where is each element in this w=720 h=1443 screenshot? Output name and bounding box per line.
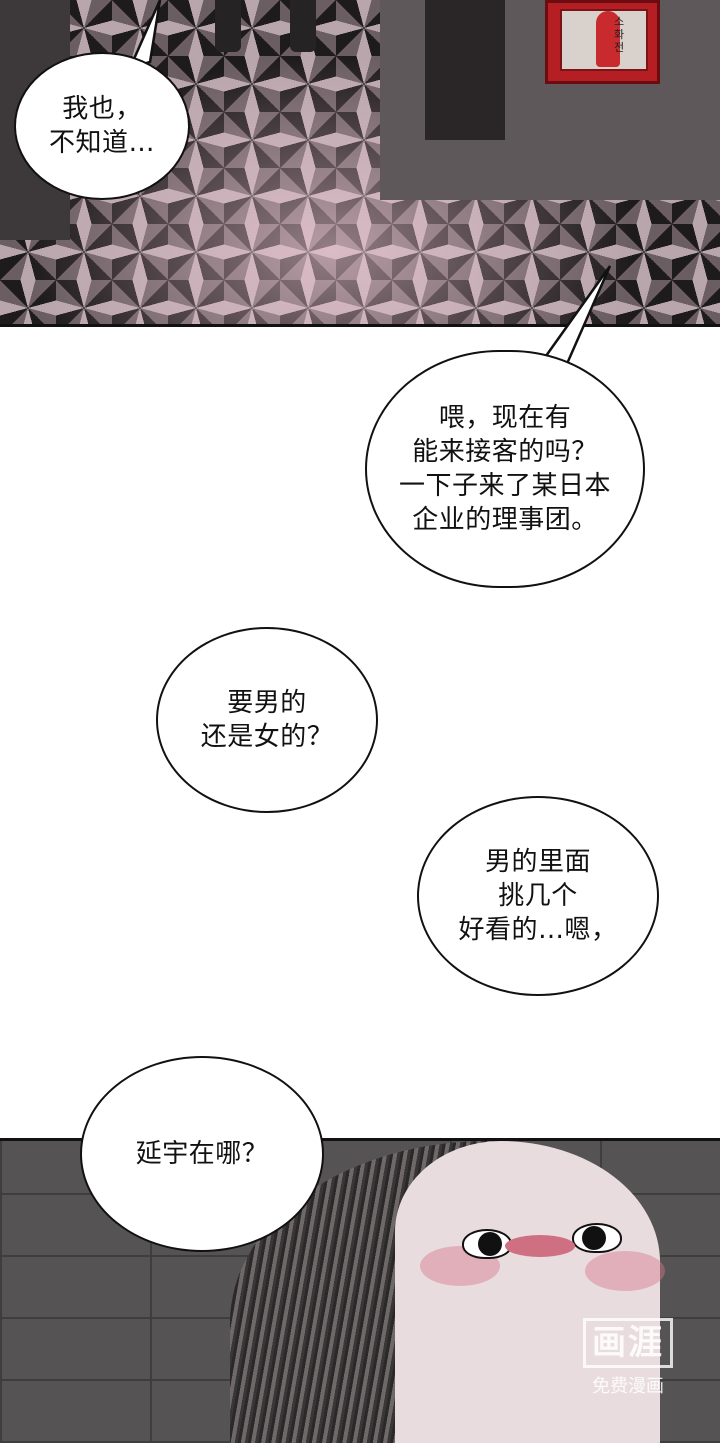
watermark: 画涯 免费漫画 (568, 1318, 688, 1398)
bubble-text: 我也， 不知道… (48, 94, 155, 158)
figure-leg-right (290, 0, 316, 52)
eye-left (462, 1229, 512, 1259)
lips (505, 1235, 575, 1257)
face (395, 1141, 660, 1443)
eye-right (572, 1223, 622, 1253)
bottom-panel-illustration (0, 1138, 720, 1443)
bubble-text: 要男的 还是女的？ (200, 688, 334, 752)
speech-bubble: 要男的 还是女的？ (156, 627, 378, 813)
watermark-subtitle: 免费漫画 (592, 1376, 664, 1397)
bubble-text: 喂，现在有 能来接客的吗？ 一下子来了某日本 企业的理事团。 (398, 403, 611, 535)
fire-extinguisher-cabinet: 소화전 (545, 0, 660, 84)
watermark-logo: 画涯 (583, 1318, 673, 1368)
extinguisher-icon (596, 11, 620, 67)
doorway (425, 0, 505, 140)
speech-bubble: 延宇在哪？ (80, 1056, 324, 1252)
extinguisher-label: 소화전 (614, 15, 625, 54)
speech-bubble: 喂，现在有 能来接客的吗？ 一下子来了某日本 企业的理事团。 (365, 350, 645, 588)
top-panel-illustration: 소화전 (0, 0, 720, 327)
speech-bubble: 我也， 不知道… (14, 52, 190, 200)
speech-bubble: 男的里面 挑几个 好看的…嗯， (417, 796, 659, 996)
blush-right (585, 1251, 665, 1291)
bubble-text: 男的里面 挑几个 好看的…嗯， (458, 847, 618, 945)
figure-leg-left (215, 0, 241, 52)
bubble-text: 延宇在哪？ (135, 1139, 269, 1169)
